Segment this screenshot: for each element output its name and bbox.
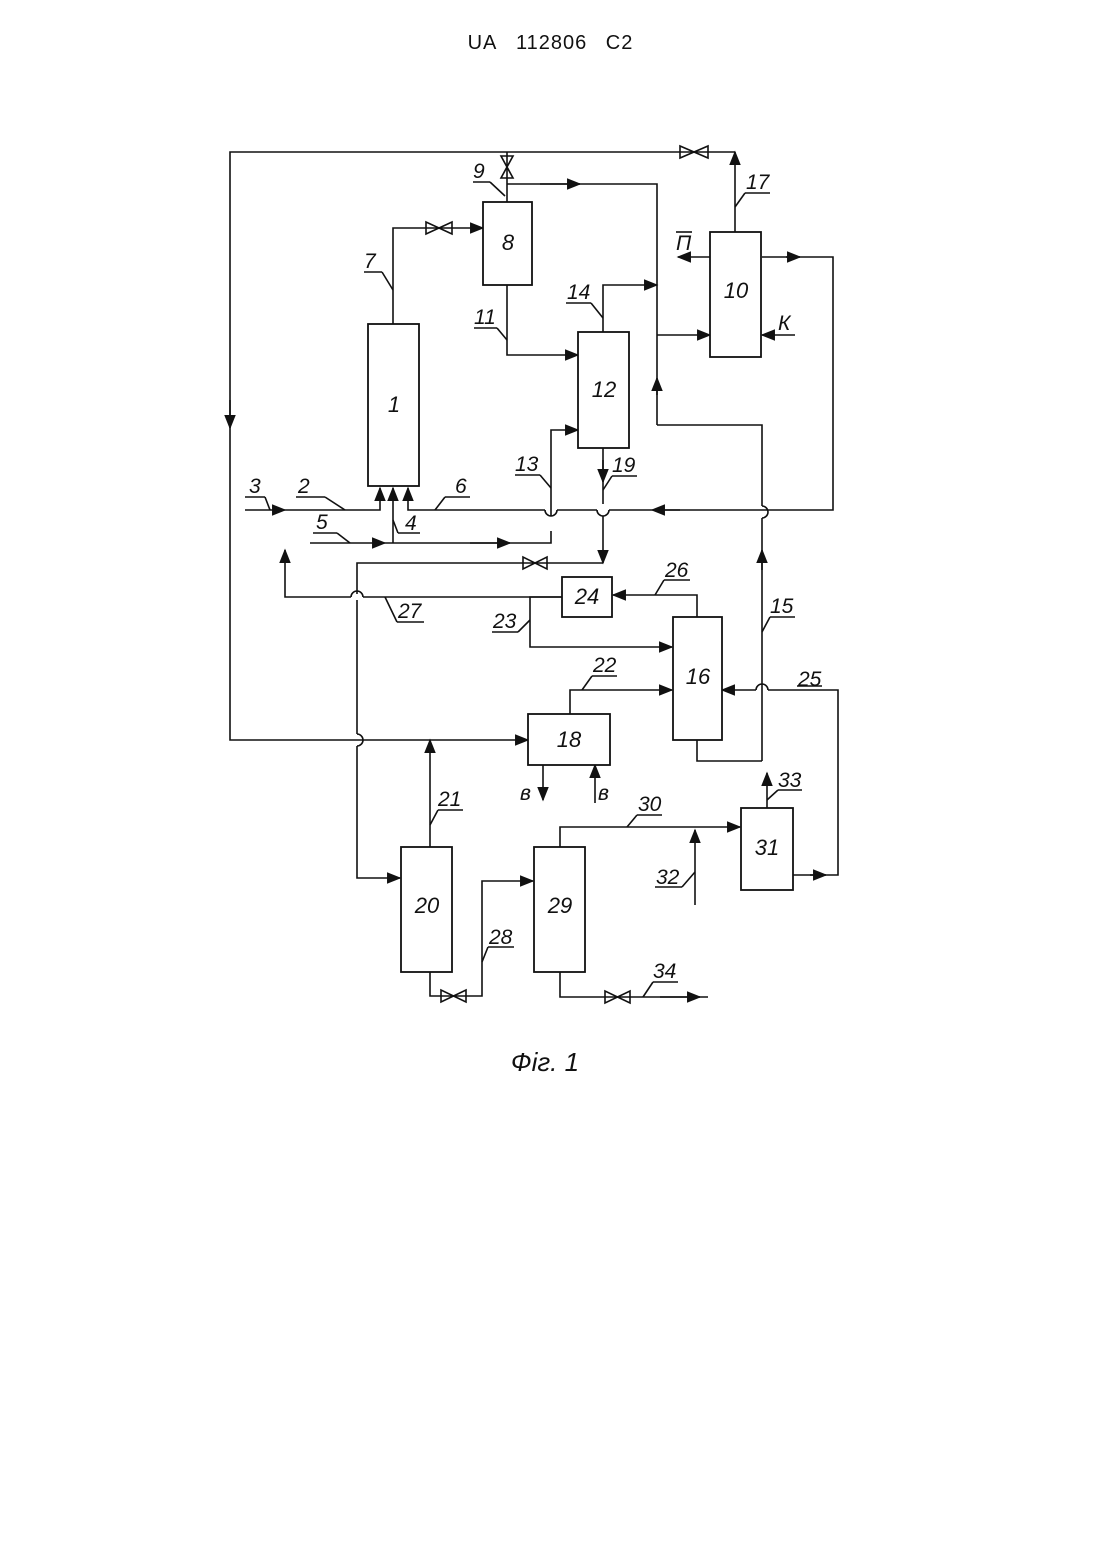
stream-22-label: 22 <box>592 654 617 677</box>
stream-3-label: 3 <box>249 475 261 498</box>
label-v-in: в <box>598 782 609 805</box>
stream-14-line <box>603 285 657 332</box>
stream-13-label: 13 <box>515 453 539 476</box>
label-P: П <box>676 232 692 255</box>
stream-34-line <box>560 972 708 997</box>
stream-26-line <box>613 595 697 617</box>
block-20-label: 20 <box>414 893 440 918</box>
stream-2-label: 2 <box>297 475 310 498</box>
stream-17-label: 17 <box>746 171 771 194</box>
stream-7-line <box>393 228 483 324</box>
stream-30-label: 30 <box>638 793 662 816</box>
block-24-label: 24 <box>574 584 599 609</box>
block-31-label: 31 <box>755 835 779 860</box>
stream-to-20 <box>357 746 400 878</box>
stream-33-label: 33 <box>778 769 802 792</box>
stream-5-label: 5 <box>316 511 328 534</box>
stream-34-label: 34 <box>653 960 676 983</box>
stream-32-label: 32 <box>656 866 680 889</box>
stream-26-label: 26 <box>664 559 689 582</box>
stream-11-label: 11 <box>474 306 496 329</box>
stream-14-label: 14 <box>567 281 590 304</box>
block-18-label: 18 <box>557 727 582 752</box>
block-10-label: 10 <box>724 278 749 303</box>
block-16-label: 16 <box>686 664 711 689</box>
stream-30-line <box>560 827 740 847</box>
stream-22-line <box>570 690 672 714</box>
stream-21-label: 21 <box>437 788 461 811</box>
stream-7-label: 7 <box>364 250 377 273</box>
stream-9-label: 9 <box>473 160 485 183</box>
stream-23-label: 23 <box>492 610 517 633</box>
block-29-label: 29 <box>547 893 572 918</box>
figure-caption: Фіг. 1 <box>511 1047 579 1077</box>
stream-25-label: 25 <box>797 668 822 691</box>
stream-13-line <box>551 430 578 516</box>
label-v-out: в <box>520 782 531 805</box>
block-1-label: 1 <box>388 392 400 417</box>
stream-28-label: 28 <box>488 926 513 949</box>
stream-15-label: 15 <box>770 595 794 618</box>
stream-15-line <box>657 425 762 506</box>
block-12-label: 12 <box>592 377 616 402</box>
block-8-label: 8 <box>502 230 515 255</box>
stream-19-label: 19 <box>612 454 636 477</box>
stream-27-label: 27 <box>397 600 423 623</box>
label-K: К <box>778 312 792 335</box>
stream-4-label: 4 <box>405 512 417 535</box>
stream-6-label: 6 <box>455 475 467 498</box>
